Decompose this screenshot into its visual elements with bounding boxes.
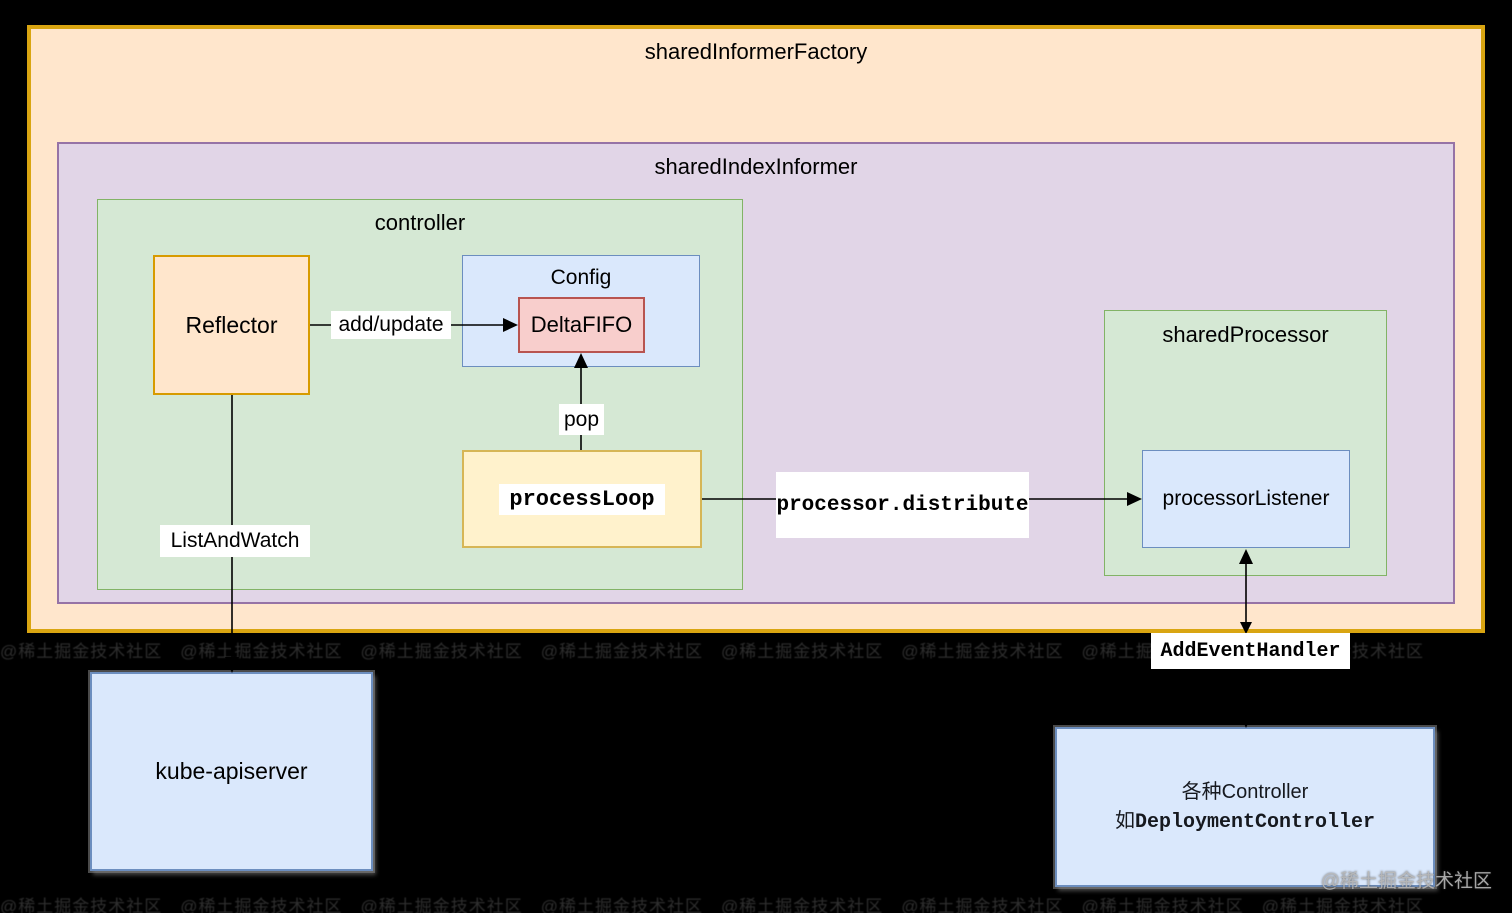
edge-label-add-event-handler: AddEventHandler [1151,633,1350,669]
processor-listener-node: processorListener [1142,450,1350,548]
shared-processor-title: sharedProcessor [1162,322,1329,347]
edge-label-processor-distribute: processor.distribute [776,472,1029,538]
controllers-line2-prefix: 如 [1114,809,1135,832]
edge-add-event-handler-lower [1240,666,1252,728]
controllers-line2: 如DeploymentController [1115,807,1375,837]
controllers-line2-code: DeploymentController [1134,810,1376,834]
kube-apiserver-node: kube-apiserver [90,672,373,871]
faint-watermark-row: @稀土掘金技术社区 @稀土掘金技术社区 @稀土掘金技术社区 @稀土掘金技术社区 … [0,642,1425,661]
config-title: Config [550,266,612,289]
controller-title: controller [374,210,466,235]
delta-fifo-node: DeltaFIFO [518,297,645,353]
controllers-line1: 各种Controller [1181,780,1309,803]
controllers-node: 各种Controller 如DeploymentController [1055,727,1435,887]
site-watermark: @稀土掘金技术社区 [1320,871,1492,892]
process-loop-node: processLoop [462,450,702,548]
reflector-node: Reflector [153,255,310,395]
edge-label-list-and-watch: ListAndWatch [160,525,310,557]
edge-label-add-update: add/update [331,311,451,339]
edge-label-pop: pop [559,404,604,435]
shared-index-informer-title: sharedIndexInformer [654,154,858,179]
faint-watermark-row: @稀土掘金技术社区 @稀土掘金技术社区 @稀土掘金技术社区 @稀土掘金技术社区 … [0,897,1425,913]
process-loop-label: processLoop [499,483,665,515]
shared-informer-factory-title: sharedInformerFactory [644,39,868,64]
